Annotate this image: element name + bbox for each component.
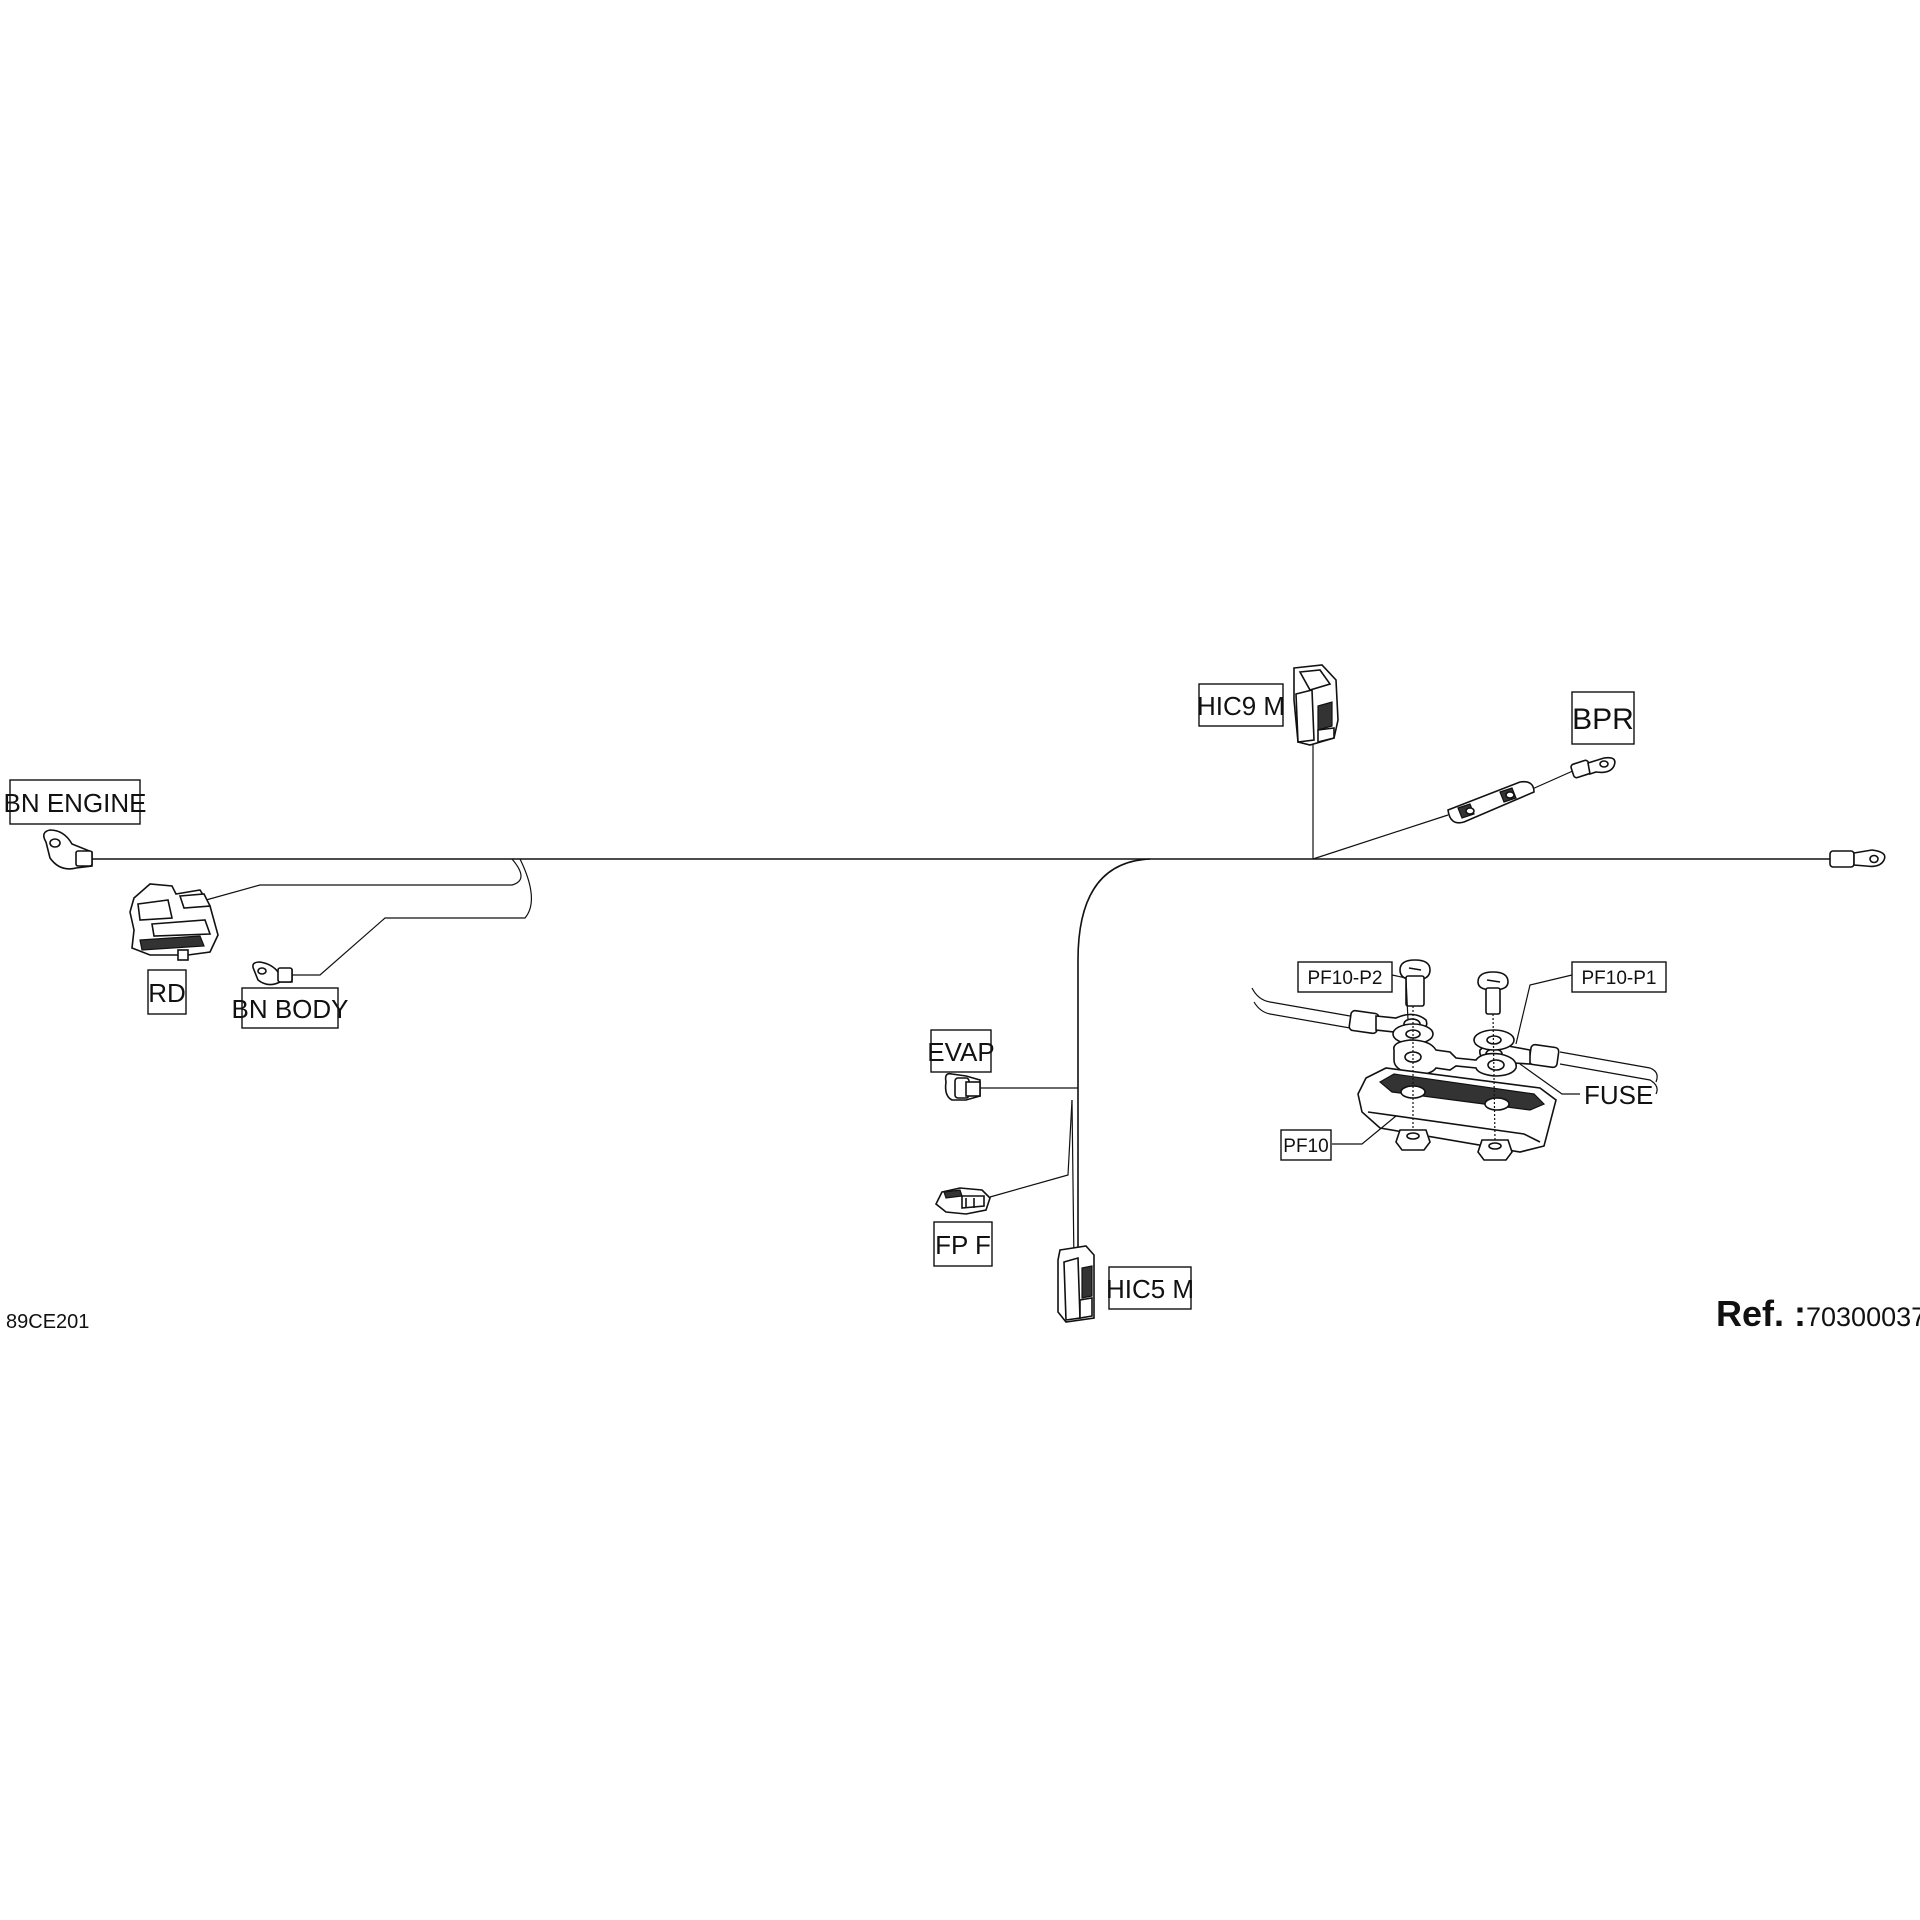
rd-branch-wire (205, 858, 522, 901)
label-fp-f: FP F (933, 1221, 993, 1267)
svg-text:BPR: BPR (1572, 703, 1634, 736)
pf10-leader (1332, 1115, 1397, 1145)
lower-branch-wire (1077, 858, 1151, 1265)
label-hic5-m: HIC5 M (1106, 1266, 1194, 1310)
pf10-p2-leader (1391, 974, 1409, 1021)
rd-connector (129, 883, 219, 961)
evap-connector (944, 1072, 981, 1101)
svg-text:BN BODY: BN BODY (231, 994, 348, 1024)
svg-text:FP F: FP F (935, 1230, 991, 1260)
label-evap: EVAP (927, 1029, 995, 1073)
hic9-m-connector (1293, 664, 1339, 746)
bn-body-terminal (252, 961, 293, 986)
bn-body-branch-wire (292, 858, 533, 976)
pf10-p1-leader (1515, 974, 1573, 1045)
svg-text:PF10-P2: PF10-P2 (1308, 968, 1383, 989)
svg-text:BN ENGINE: BN ENGINE (3, 788, 146, 818)
label-bpr: BPR (1571, 691, 1635, 745)
svg-text:PF10: PF10 (1283, 1136, 1328, 1157)
right-end-terminal (1829, 849, 1886, 868)
svg-text:HIC5 M: HIC5 M (1106, 1274, 1194, 1304)
svg-text:FUSE: FUSE (1584, 1080, 1653, 1110)
fp-f-connector (934, 1187, 991, 1215)
label-hic9-m: HIC9 M (1197, 683, 1285, 727)
label-pf10-p2: PF10-P2 (1297, 961, 1393, 993)
svg-text:EVAP: EVAP (927, 1037, 994, 1067)
bn-engine-terminal (42, 829, 93, 870)
svg-text:RD: RD (148, 978, 186, 1008)
drawing-id: 89CE201 (6, 1311, 89, 1333)
label-fuse: FUSE (1584, 1080, 1653, 1110)
label-bn-body: BN BODY (231, 987, 349, 1029)
hic5-branch-wire (1071, 1099, 1075, 1266)
label-rd: RD (147, 969, 187, 1015)
label-pf10: PF10 (1280, 1129, 1332, 1161)
svg-text:HIC9 M: HIC9 M (1197, 691, 1285, 721)
hic5-m-connector (1057, 1245, 1095, 1323)
bpr-ring-terminal (1570, 756, 1616, 779)
svg-text:PF10-P1: PF10-P1 (1582, 968, 1657, 989)
pf10-fuse-block-assembly (1251, 959, 1658, 1161)
ref-label: Ref. : (1716, 1293, 1806, 1334)
fp-f-branch-wire (989, 1099, 1073, 1198)
bpr-branch-wire (1312, 814, 1449, 860)
label-pf10-p1: PF10-P1 (1571, 961, 1667, 993)
ref-number: 703000379 (1806, 1302, 1920, 1332)
label-bn-engine: BN ENGINE (3, 779, 147, 825)
fuse-leader (1519, 1063, 1580, 1095)
bpr-fuse-holder (1447, 780, 1535, 824)
bpr-lead-wire (1529, 769, 1576, 791)
